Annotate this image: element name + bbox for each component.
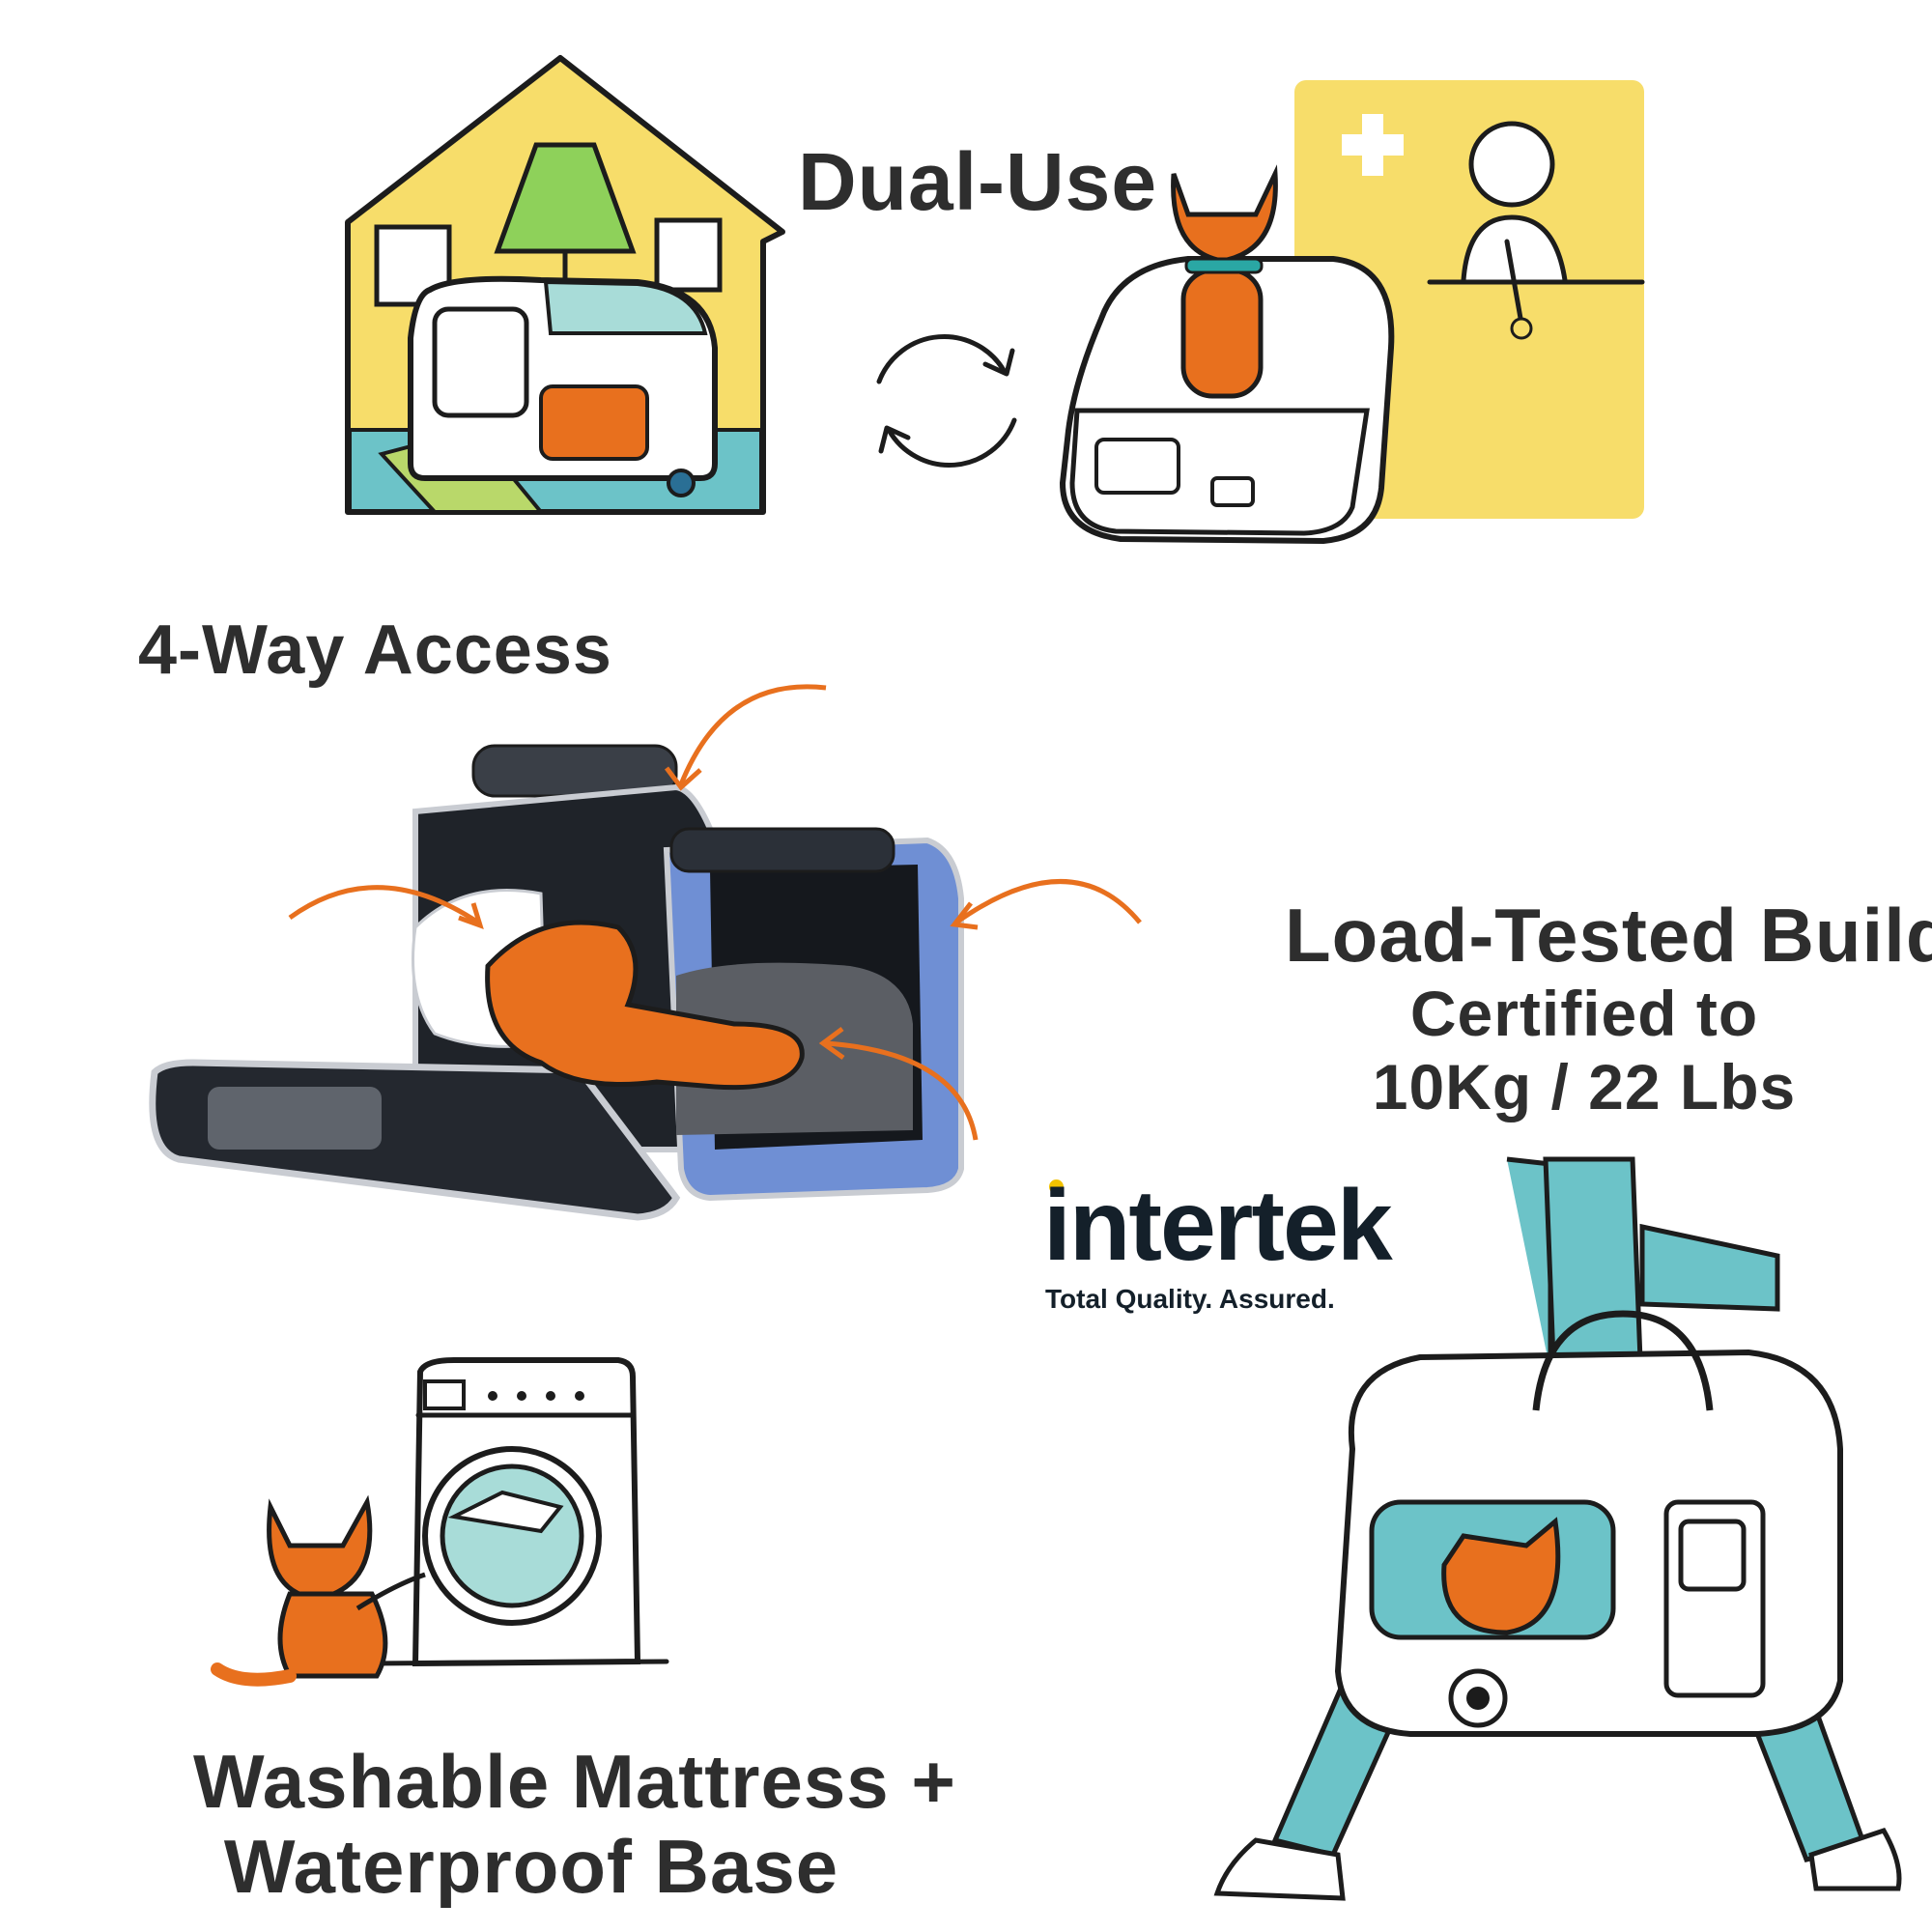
washable-heading: Washable Mattress + Waterproof Base [193, 1739, 956, 1909]
intertek-brand-text: intertek [1043, 1170, 1393, 1282]
intertek-logo: intertek Total Quality. Assured. [1043, 1164, 1468, 1319]
load-tested-line3: 10Kg / 22 Lbs [1372, 1051, 1797, 1122]
intertek-logo-dot [1049, 1179, 1064, 1194]
dual-use-heading: Dual-Use [798, 136, 1158, 227]
washable-line2: Waterproof Base [223, 1824, 839, 1909]
load-tested-line1: Load-Tested Build [1285, 893, 1932, 978]
load-tested-heading: Load-Tested Build Certified to 10Kg / 22… [1285, 893, 1932, 1123]
refresh-cycle-icon [876, 333, 1017, 469]
washable-line1: Washable Mattress + [193, 1739, 956, 1824]
load-tested-line2: Certified to [1409, 978, 1759, 1049]
intertek-tagline: Total Quality. Assured. [1045, 1284, 1335, 1314]
four-way-access-heading: 4-Way Access [138, 611, 612, 689]
